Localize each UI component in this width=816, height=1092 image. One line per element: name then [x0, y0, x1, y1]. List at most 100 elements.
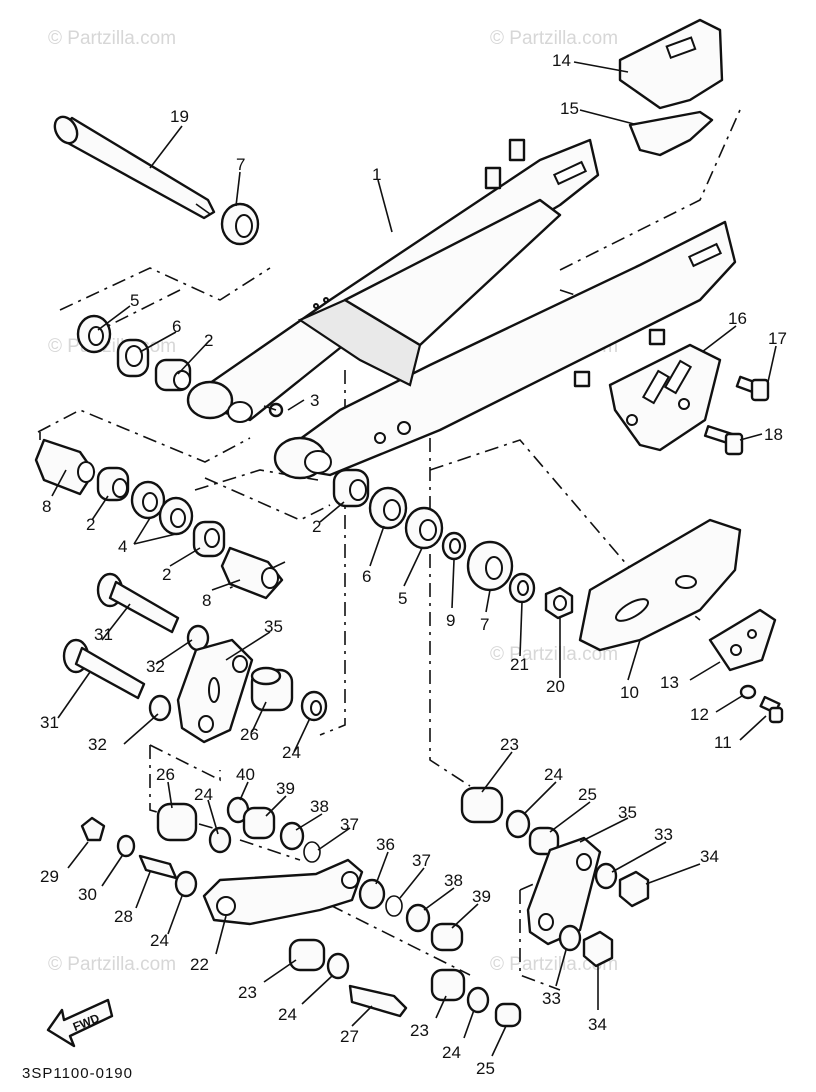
left-pivot-stack	[76, 314, 192, 392]
collar-26-upper	[250, 666, 294, 712]
callout-label: 36	[376, 835, 395, 854]
callout-label: 20	[546, 677, 565, 696]
callout-label: 31	[94, 625, 113, 644]
watermark: © Partzilla.com	[490, 28, 618, 49]
callout-label: 26	[240, 725, 259, 744]
callout-label: 32	[146, 657, 165, 676]
callout-label: 14	[552, 51, 571, 70]
fwd-arrow-icon: FWD	[46, 998, 114, 1048]
callout-label: 2	[162, 565, 171, 584]
chain-guide-slot	[665, 36, 697, 60]
callout-label: 2	[312, 517, 321, 536]
callout-label: 7	[236, 155, 245, 174]
watermark: © Partzilla.com	[490, 644, 618, 665]
callout-label: 16	[728, 309, 747, 328]
callout-label: 40	[236, 765, 255, 784]
plate-hole	[678, 398, 690, 410]
callout-label: 28	[114, 907, 133, 926]
callout-label: 33	[542, 989, 561, 1008]
washer-32-lower	[148, 694, 172, 722]
relay-arm-left	[176, 638, 254, 744]
watermark: © Partzilla.com	[48, 954, 176, 975]
callout-label: 25	[578, 785, 597, 804]
callout-label: 23	[500, 735, 519, 754]
callout-label: 34	[588, 1015, 607, 1034]
callout-label: 39	[276, 779, 295, 798]
callout-label: 10	[620, 683, 639, 702]
pivot-shaft	[53, 115, 216, 220]
bolt-18	[703, 425, 744, 456]
callout-label: 37	[412, 851, 431, 870]
callout-label: 24	[282, 743, 301, 762]
callout-label: 30	[78, 885, 97, 904]
callout-label: 21	[510, 655, 529, 674]
right-linkage	[460, 786, 650, 968]
callout-label: 12	[690, 705, 709, 724]
callout-label: 9	[446, 611, 455, 630]
callout-label: 35	[618, 803, 637, 822]
callout-label: 37	[340, 815, 359, 834]
lower-left-pivot-parts	[34, 438, 284, 600]
callout-label: 32	[88, 735, 107, 754]
callout-label: 4	[118, 537, 127, 556]
bolt-31-upper	[96, 572, 180, 634]
callout-label: 7	[480, 615, 489, 634]
bolt-17	[735, 375, 770, 402]
callout-label: 18	[764, 425, 783, 444]
grease-nipple	[263, 402, 284, 418]
watermark: © Partzilla.com	[48, 28, 176, 49]
chain-guard-lower	[578, 518, 742, 652]
washer-12	[739, 684, 757, 700]
callout-label: 8	[202, 591, 211, 610]
swing-arm	[186, 138, 737, 480]
callout-label: 25	[476, 1059, 495, 1078]
callout-label: 23	[238, 983, 257, 1002]
right-pivot-stack	[332, 468, 574, 620]
plate-hole	[626, 414, 638, 426]
callout-label: 24	[442, 1043, 461, 1062]
callout-label: 34	[700, 847, 719, 866]
callout-label: 6	[172, 317, 181, 336]
callout-label: 5	[130, 291, 139, 310]
plate-slot	[641, 369, 671, 405]
callout-label: 27	[340, 1027, 359, 1046]
callout-label: 31	[40, 713, 59, 732]
guide-bracket	[628, 110, 714, 157]
guard-bracket	[708, 608, 777, 672]
guard-slot	[615, 598, 649, 622]
screw-11	[759, 695, 784, 724]
diagram-code: 3SP1100-0190	[22, 1065, 133, 1082]
callout-label: 24	[544, 765, 563, 784]
callout-label: 17	[768, 329, 787, 348]
callout-label: 8	[42, 497, 51, 516]
callout-label: 6	[362, 567, 371, 586]
callout-label: 11	[714, 733, 732, 752]
seal-24-bore	[310, 700, 322, 716]
bracket-hole	[730, 644, 742, 656]
callout-label: 5	[398, 589, 407, 608]
watermark: © Partzilla.com	[48, 336, 176, 357]
callout-label: 2	[204, 331, 213, 350]
watermark: © Partzilla.com	[490, 954, 618, 975]
callout-label: 3	[310, 391, 319, 410]
callout-label: 35	[264, 617, 283, 636]
plate-slot	[663, 359, 693, 395]
callout-label: 19	[170, 107, 189, 126]
callout-label: 38	[444, 871, 463, 890]
bracket-hole	[747, 629, 757, 639]
leader-lines	[51, 61, 777, 1057]
callout-label: 33	[654, 825, 673, 844]
callout-label: 24	[278, 1005, 297, 1024]
callout-label: 13	[660, 673, 679, 692]
seal-7-bore	[235, 214, 253, 238]
guard-hole	[675, 575, 697, 589]
callout-label: 24	[194, 785, 213, 804]
callout-label: 23	[410, 1021, 429, 1040]
callout-label: 2	[86, 515, 95, 534]
callout-label: 29	[40, 867, 59, 886]
callout-label: 26	[156, 765, 175, 784]
chain-guide-plate	[608, 343, 722, 452]
callout-label: 15	[560, 99, 579, 118]
callout-label: 38	[310, 797, 329, 816]
